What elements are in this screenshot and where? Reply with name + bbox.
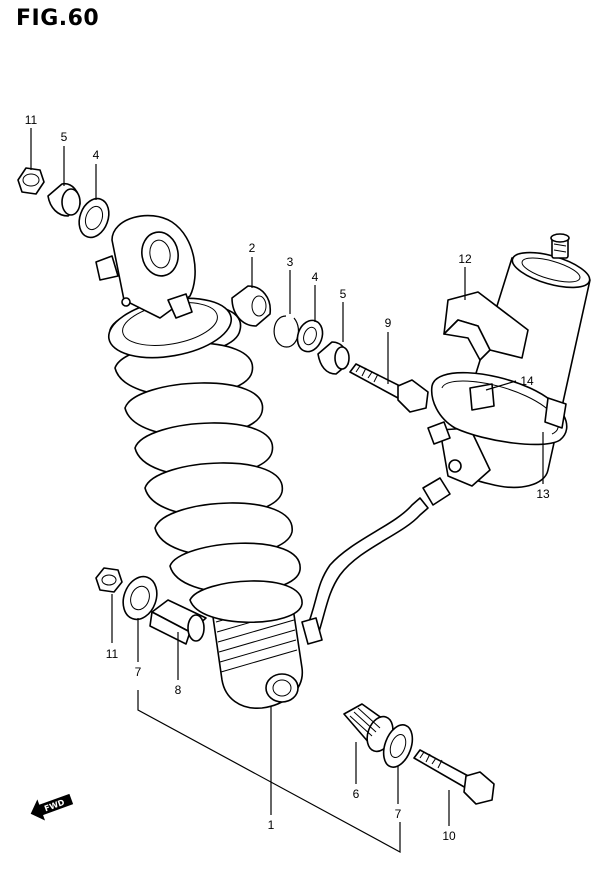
callout-12-bracket: 12 [458, 252, 472, 266]
circlip [273, 315, 299, 348]
callout-7-washer-lower-right: 7 [395, 807, 402, 821]
washer-upper [78, 197, 110, 239]
bolt-lower [413, 749, 495, 805]
callout-4-washer-upper: 4 [93, 148, 100, 162]
callout-2-bushing: 2 [249, 241, 256, 255]
leader-lines [30, 128, 544, 854]
reservoir-assembly [301, 233, 591, 645]
fwd-arrow-icon: FWD [30, 793, 74, 821]
callout-11-nut-lower: 11 [106, 647, 119, 661]
collar-middle [317, 341, 350, 375]
callout-11-nut-upper: 11 [25, 113, 38, 127]
spring [109, 302, 303, 623]
washer-lower-left [122, 575, 158, 621]
callout-4-washer-middle: 4 [312, 270, 319, 284]
callout-14-band-clip: 14 [520, 374, 534, 388]
spacer [149, 599, 207, 645]
callout-9-bolt-upper: 9 [385, 316, 392, 330]
callout-8-spacer: 8 [175, 683, 182, 697]
callout-3-circlip: 3 [287, 255, 294, 269]
washer-lower-right [382, 724, 414, 768]
bolt-upper [349, 363, 429, 413]
fwd-label: FWD [43, 798, 66, 814]
callout-6-needle-bearing: 6 [353, 787, 360, 801]
callout-5-collar-upper: 5 [61, 130, 68, 144]
callout-7-washer-lower-left: 7 [135, 665, 142, 679]
collar-upper [47, 182, 81, 217]
nut-lower [95, 567, 123, 593]
callout-labels: 11 5 4 2 3 4 5 9 12 14 13 11 7 8 1 6 7 1… [25, 113, 550, 843]
callout-10-bolt-lower: 10 [442, 829, 456, 843]
callout-1-shock-absorber: 1 [268, 818, 275, 832]
bushing [231, 285, 272, 327]
shock-absorber [95, 214, 303, 709]
callout-5-collar-middle: 5 [340, 287, 347, 301]
callout-13-clamp-band: 13 [536, 487, 550, 501]
figure-title: FIG.60 [16, 6, 100, 31]
nut-upper [17, 167, 45, 195]
washer-middle [296, 319, 324, 353]
